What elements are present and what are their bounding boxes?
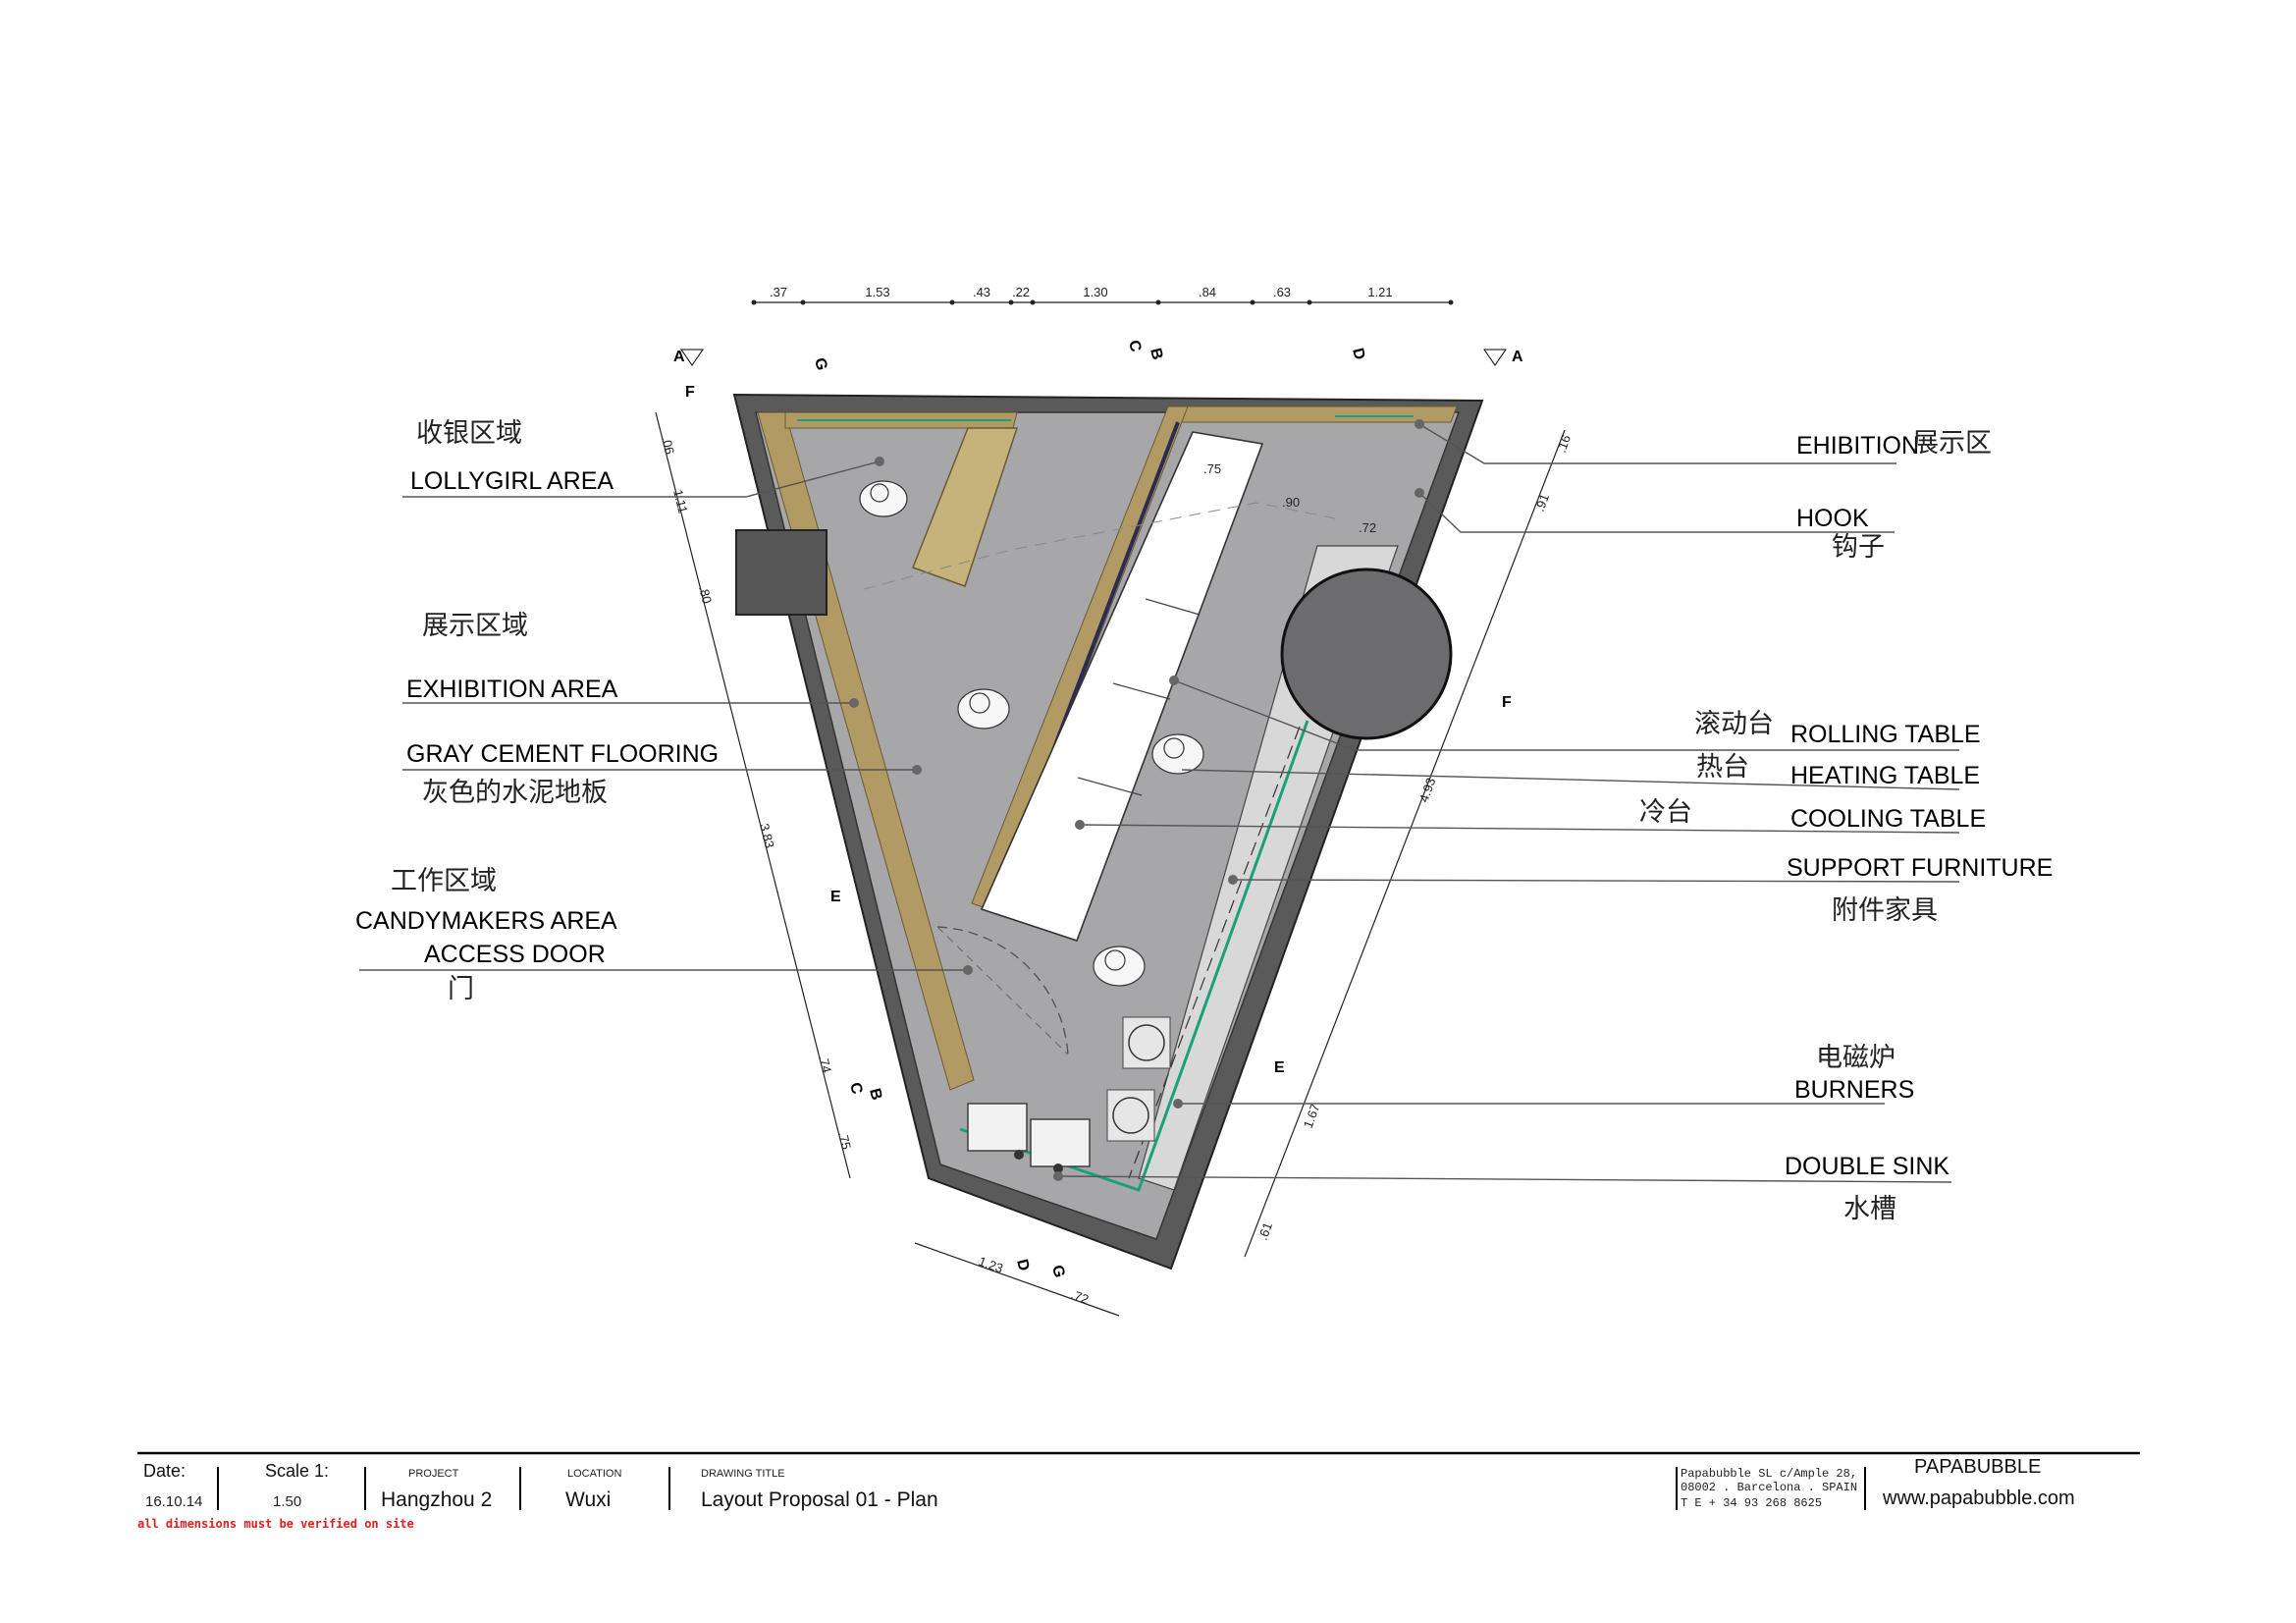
label-work-cn: 工作区域 <box>391 866 497 896</box>
dim-interior-1: .75 <box>1203 461 1221 476</box>
label-burners: BURNERS <box>1794 1076 1914 1104</box>
section-marker-d-bottom: D <box>1013 1258 1032 1272</box>
label-display-cn: 展示区域 <box>422 611 528 641</box>
dim-interior-2: .90 <box>1282 495 1300 510</box>
dim-right-3: 4.93 <box>1416 776 1439 804</box>
dimension-warning: all dimensions must be verified on site <box>137 1517 414 1531</box>
label-cooling-cn: 冷台 <box>1639 797 1692 828</box>
label-support: SUPPORT FURNITURE <box>1787 854 2053 882</box>
label-cooling: COOLING TABLE <box>1790 805 1986 833</box>
address-line-3: T E + 34 93 268 8625 <box>1681 1496 1822 1510</box>
door-swing <box>936 926 1069 1055</box>
section-marker-f-right: F <box>1502 694 1512 711</box>
dimensions: .37 1.53 .43 .22 1.30 .84 .63 1.21 .06 1… <box>655 285 1574 1317</box>
section-marker-g-bottom: G <box>1048 1264 1068 1279</box>
dim-top-7: .63 <box>1273 285 1291 299</box>
label-lollygirl: LOLLYGIRL AREA <box>410 467 614 495</box>
label-heating: HEATING TABLE <box>1790 762 1980 789</box>
address-line-1: Papabubble SL c/Ample 28, <box>1681 1467 1857 1481</box>
top-right-shelf <box>1163 406 1458 423</box>
label-hook: HOOK <box>1796 505 1869 532</box>
dim-left-4: 3.83 <box>757 822 777 849</box>
label-rolling-cn: 滚动台 <box>1694 709 1774 739</box>
label-cashier-cn: 收银区域 <box>416 418 522 449</box>
label-hook-cn: 钩子 <box>1832 532 1885 563</box>
right-annotations: EHIBITION 展示区 HOOK 钩子 滚动台 ROLLING TABLE … <box>1053 419 2053 1224</box>
double-sink <box>967 1103 1091 1173</box>
dim-right-5: .61 <box>1255 1220 1275 1242</box>
dim-top-2: 1.53 <box>865 285 889 299</box>
drawing-title-label: DRAWING TITLE <box>701 1468 785 1480</box>
label-door-cn: 门 <box>448 974 474 1004</box>
label-rolling: ROLLING TABLE <box>1790 721 1981 748</box>
location-value: Wuxi <box>565 1488 611 1511</box>
dim-left-5: .74 <box>816 1054 834 1074</box>
brand-name: PAPABUBBLE <box>1914 1456 2041 1478</box>
dim-bottom-2: .72 <box>1069 1287 1091 1307</box>
label-candymakers: CANDYMAKERS AREA <box>355 907 617 935</box>
section-marker-a-left: A <box>673 349 685 365</box>
project-value: Hangzhou 2 <box>381 1488 492 1511</box>
label-access-door: ACCESS DOOR <box>424 941 606 968</box>
section-markers: A A G C B D F F E E C B D G <box>673 339 1523 1279</box>
dim-right-4: 1.67 <box>1301 1102 1323 1130</box>
burners <box>1106 1016 1171 1142</box>
left-annotations: 收银区域 LOLLYGIRL AREA 展示区域 EXHIBITION AREA… <box>355 418 973 1004</box>
dim-top-3: .43 <box>973 285 990 299</box>
dim-top-1: .37 <box>770 285 787 299</box>
dim-right-2: .91 <box>1532 492 1552 514</box>
dim-right-1: .16 <box>1554 433 1574 455</box>
label-exhibition-area: EXHIBITION AREA <box>406 676 618 703</box>
cashier-box <box>735 529 828 616</box>
section-marker-d-top: D <box>1349 347 1367 361</box>
section-marker-f-left: F <box>685 384 695 401</box>
scale-label: Scale 1: <box>265 1461 329 1481</box>
label-gray-cement: GRAY CEMENT FLOORING <box>406 740 719 768</box>
label-burners-cn: 电磁炉 <box>1816 1043 1896 1073</box>
dim-interior-3: .72 <box>1359 520 1376 535</box>
title-block: Date: 16.10.14 Scale 1: 1.50 PROJECT Han… <box>137 1451 2140 1531</box>
dim-left-1: .06 <box>659 435 677 456</box>
label-sink-cn: 水槽 <box>1843 1194 1896 1224</box>
section-marker-a-right: A <box>1512 349 1523 365</box>
dim-bottom-1: 1.23 <box>977 1254 1005 1276</box>
section-marker-c-bottom: C <box>846 1081 865 1097</box>
section-marker-b-bottom: B <box>866 1087 884 1102</box>
website: www.papabubble.com <box>1882 1488 2075 1509</box>
section-marker-e-left: E <box>830 889 841 905</box>
dim-left-3: .80 <box>696 584 715 605</box>
drawing-title-value: Layout Proposal 01 - Plan <box>701 1488 938 1511</box>
dim-left-6: .75 <box>835 1130 854 1151</box>
cashier-counter <box>912 427 1019 587</box>
person-figures <box>859 480 1204 987</box>
floor-plan <box>732 393 1484 1271</box>
round-column <box>1280 568 1453 740</box>
label-sink: DOUBLE SINK <box>1785 1153 1949 1180</box>
label-ehibition: EHIBITION <box>1796 432 1919 460</box>
location-label: LOCATION <box>567 1468 621 1480</box>
scale-value: 1.50 <box>273 1493 301 1510</box>
section-marker-b-top: B <box>1147 347 1165 361</box>
dim-top-5: 1.30 <box>1083 285 1107 299</box>
project-label: PROJECT <box>408 1468 459 1480</box>
section-marker-c-top: C <box>1125 339 1144 354</box>
address-line-2: 08002 . Barcelona . SPAIN <box>1681 1481 1857 1494</box>
label-support-cn: 附件家具 <box>1832 895 1938 926</box>
date-label: Date: <box>143 1461 186 1481</box>
label-heating-cn: 热台 <box>1696 752 1749 783</box>
dim-left-2: 1.11 <box>670 488 690 514</box>
dim-top-8: 1.21 <box>1367 285 1392 299</box>
dim-top-6: .84 <box>1199 285 1216 299</box>
label-ehibition-cn: 展示区 <box>1912 428 1992 459</box>
label-gray-cement-cn: 灰色的水泥地板 <box>422 778 608 808</box>
dim-top-4: .22 <box>1012 285 1030 299</box>
date-value: 16.10.14 <box>145 1493 202 1510</box>
section-marker-e-right: E <box>1274 1059 1285 1076</box>
section-marker-g-top: G <box>811 356 830 372</box>
